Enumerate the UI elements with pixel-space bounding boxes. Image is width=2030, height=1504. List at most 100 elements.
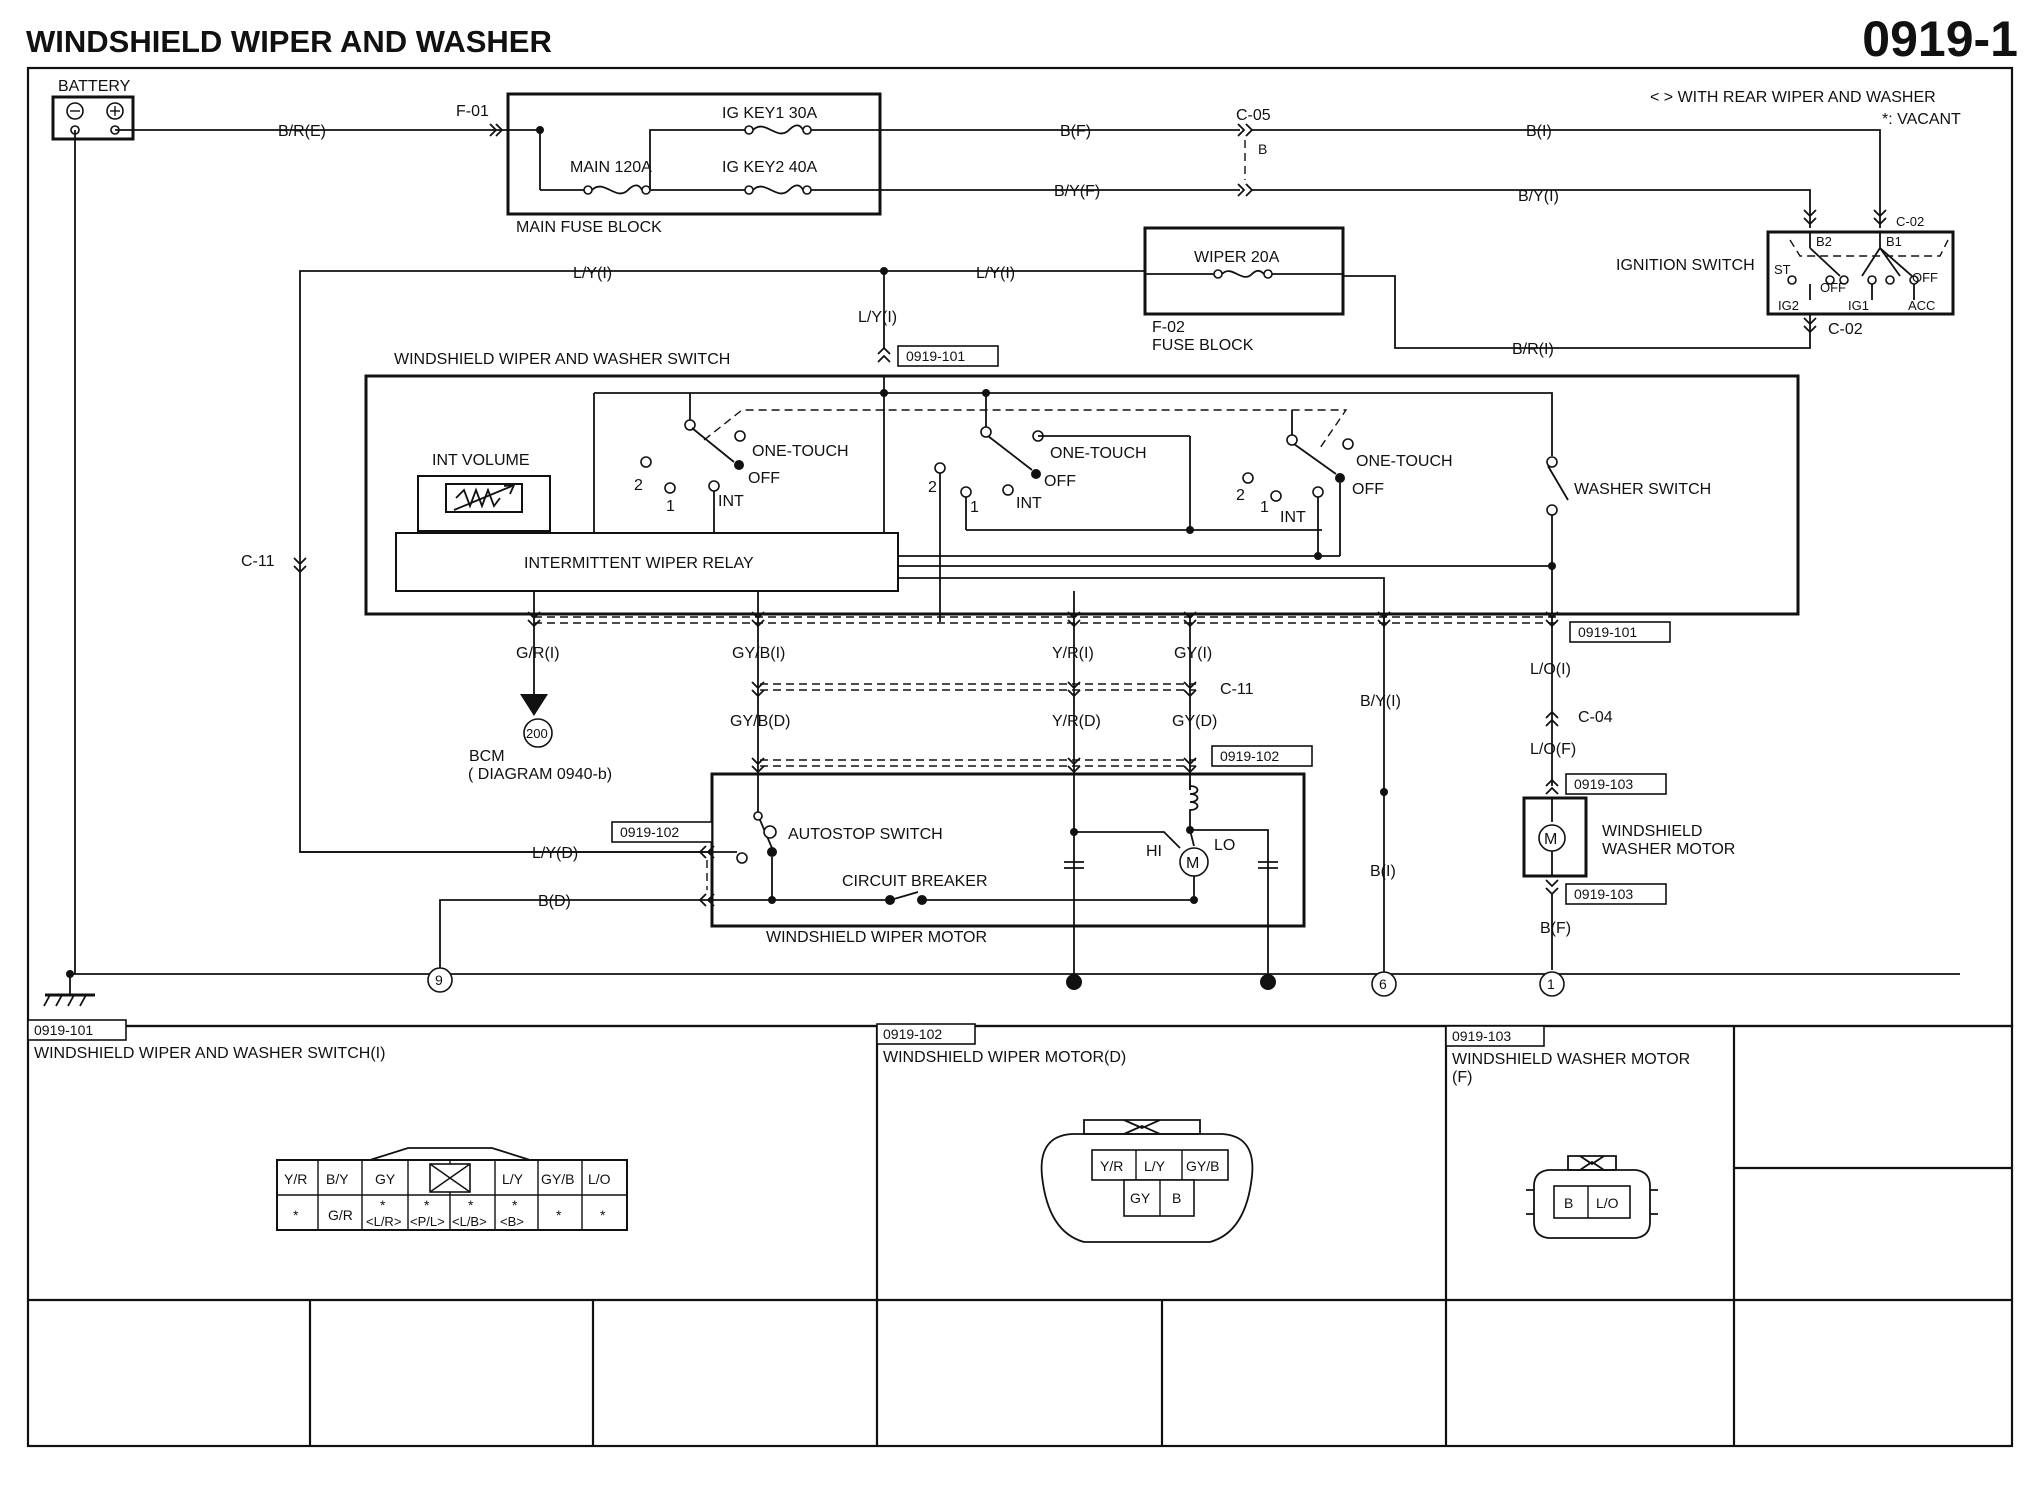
fuse-wiper-label: WIPER 20A — [1194, 249, 1280, 266]
ign-b1: B1 — [1886, 234, 1902, 249]
legend-vacant: *: VACANT — [1882, 111, 1961, 128]
circuit-breaker-label: CIRCUIT BREAKER — [842, 873, 988, 890]
circuit-breaker-icon — [772, 891, 1194, 905]
sw3-one-touch: ONE-TOUCH — [1356, 453, 1453, 470]
pin-102-t2: L/Y — [1144, 1158, 1166, 1174]
connector-101-bus-icon — [534, 616, 1556, 624]
sw1-pos1: 1 — [666, 498, 675, 515]
ign-off-2: OFF — [1912, 270, 1938, 285]
wire-label-b-f: B(F) — [1060, 123, 1091, 140]
fuse-block-f02-label: FUSE BLOCK — [1152, 337, 1254, 354]
ground-point-1 — [1539, 971, 1565, 997]
wire-label-b-d: B(D) — [538, 893, 571, 910]
pin-101-b8: * — [600, 1207, 606, 1223]
autostop-ly-contact — [736, 852, 748, 864]
capacitor-2-icon — [1258, 861, 1278, 869]
wiper-switch-label: WINDSHIELD WIPER AND WASHER SWITCH — [394, 351, 730, 368]
panel-101-code-box — [27, 1019, 127, 1041]
page-number: 0919-1 — [1862, 11, 2018, 67]
pin-101-b1: * — [293, 1207, 299, 1223]
ground-point-1-label: 1 — [1547, 976, 1555, 992]
wire-label-gy-i: GY(I) — [1174, 645, 1212, 662]
pin-101-b2: G/R — [328, 1207, 353, 1223]
pin-101-b3: * — [380, 1197, 386, 1213]
connector-tag-101-top-text: 0919-101 — [906, 348, 965, 364]
panel-101-code: 0919-101 — [34, 1022, 93, 1038]
main-fuse-block-box — [506, 92, 882, 216]
diagram-frame — [26, 66, 2014, 1028]
battery-icon — [51, 95, 135, 141]
motor-hi: HI — [1146, 843, 1162, 860]
ground-point-6-label: 6 — [1379, 976, 1387, 992]
wiper-motor-icon — [1179, 829, 1209, 900]
pin-101-t2: B/Y — [326, 1171, 349, 1187]
wire-label-gyb-d: GY/B(D) — [730, 713, 790, 730]
sw1-int: INT — [718, 493, 744, 510]
wire — [1073, 974, 1269, 982]
legend-rear: < > WITH REAR WIPER AND WASHER — [1650, 89, 1936, 106]
pin-101-s5: <L/B> — [452, 1214, 487, 1229]
ign-b2: B2 — [1816, 234, 1832, 249]
fuse-wiper-icon — [1213, 269, 1344, 279]
connector-tag-101-bottom-text: 0919-101 — [1578, 624, 1637, 640]
pin-103-1: B — [1564, 1195, 1573, 1211]
connector-101-chevron-icon — [877, 346, 891, 363]
fuse-block-f02-id: F-02 — [1152, 319, 1185, 336]
panel-103-code-box — [1445, 1025, 1545, 1047]
panel-103-title2: (F) — [1452, 1069, 1472, 1086]
autostop-switch-icon — [753, 811, 777, 900]
wire-label-by-f: B/Y(F) — [1054, 183, 1100, 200]
washer-motor-label-2: WASHER MOTOR — [1602, 841, 1735, 858]
wire-b-d — [439, 899, 772, 982]
pin-102-b2: B — [1172, 1190, 1181, 1206]
junction-dot — [1186, 526, 1194, 534]
sw2-pos2: 2 — [928, 479, 937, 496]
connector-c05: C-05 — [1236, 107, 1271, 124]
washer-switch-label: WASHER SWITCH — [1574, 481, 1711, 498]
connector-frame — [26, 1024, 2014, 1448]
connector-tag-102-right — [1211, 745, 1313, 767]
connector-103-face — [1526, 1155, 1658, 1239]
wire-label-ly-i-1: L/Y(I) — [976, 265, 1015, 282]
wiper-switch-contacts-3-icon — [898, 410, 1354, 557]
sw2-off: OFF — [1044, 473, 1076, 490]
wire-label-gy-d: GY(D) — [1172, 713, 1217, 730]
wiper-motor-label: WINDSHIELD WIPER MOTOR — [766, 929, 987, 946]
junction-dot — [536, 126, 544, 134]
sw3-pos2: 2 — [1236, 487, 1245, 504]
ignition-switch-box — [1766, 230, 1955, 316]
main-fuse-block-label: MAIN FUSE BLOCK — [516, 219, 662, 236]
wire-label-b-i-2: B(I) — [1370, 863, 1396, 880]
connector-tag-101-top — [897, 345, 999, 367]
washer-motor-m: M — [1544, 831, 1557, 848]
junction-dot — [982, 389, 990, 397]
washer-switch-icon — [1546, 456, 1569, 614]
wire-hi — [1074, 831, 1181, 849]
int-volume-label: INT VOLUME — [432, 452, 530, 469]
wire-label-b-i: B(I) — [1526, 123, 1552, 140]
motor-lo: LO — [1214, 837, 1235, 854]
chevron-icon — [1545, 778, 1559, 795]
battery-label: BATTERY — [58, 78, 131, 95]
ign-st: ST — [1774, 262, 1791, 277]
connector-c11-mid: C-11 — [1220, 681, 1254, 698]
pin-101-t5: GY/B — [541, 1171, 574, 1187]
wire-label-lo-f: L/O(F) — [1530, 741, 1576, 758]
connector-c05-pin: B — [1258, 141, 1267, 157]
bcm-label: BCM — [469, 748, 505, 765]
sw3-int: INT — [1280, 509, 1306, 526]
connector-c11-mid-icon — [751, 681, 1197, 698]
pin-102-b1: GY — [1130, 1190, 1151, 1206]
wire-label-ly-i-3: L/Y(I) — [858, 309, 897, 326]
sw2-pos1: 1 — [970, 499, 979, 516]
panel-102-title: WINDSHIELD WIPER MOTOR(D) — [883, 1049, 1126, 1066]
panel-grid — [28, 1026, 2012, 1446]
connector-c05-icon — [1237, 123, 1254, 197]
sw1-one-touch: ONE-TOUCH — [752, 443, 849, 460]
sw1-off: OFF — [748, 470, 780, 487]
fuse-ig-key1: IG KEY1 30A — [722, 105, 817, 122]
pin-102-t1: Y/R — [1100, 1158, 1123, 1174]
connector-tag-103-bottom-text: 0919-103 — [1574, 886, 1633, 902]
pin-101-t4: L/Y — [502, 1171, 524, 1187]
panel-102-code-box — [876, 1023, 976, 1045]
